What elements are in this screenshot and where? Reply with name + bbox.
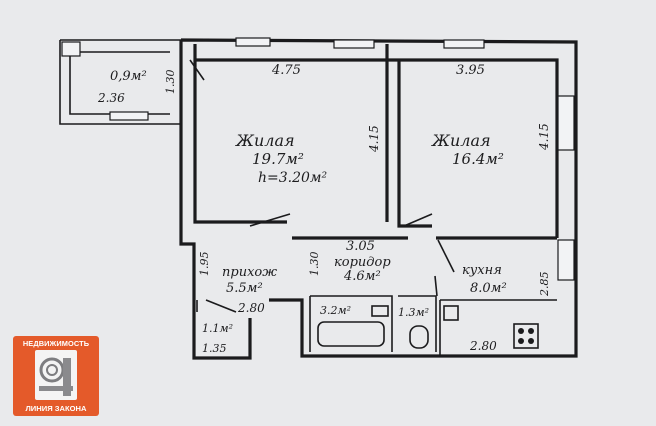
closet-area: 1.1м²	[202, 322, 233, 335]
room2-name: Жилая	[431, 131, 491, 150]
wall-between-rooms	[292, 44, 559, 240]
room2-area: 16.4м²	[452, 150, 504, 168]
hall-area: 5.5м²	[226, 281, 263, 296]
door-room1	[249, 213, 291, 227]
kitchen-width: 2.80	[469, 339, 497, 353]
closet-width: 1.35	[202, 342, 227, 355]
logo-bottom-text: ЛИНИЯ ЗАКОНА	[25, 404, 87, 413]
column-emblem-icon	[35, 350, 77, 400]
balcony-corner	[61, 41, 81, 57]
room2-width: 3.95	[456, 63, 485, 78]
balcony-window	[109, 111, 149, 121]
kitchen-sink-icon	[443, 305, 459, 321]
kitchen-wall	[439, 299, 557, 356]
outer-wall-left	[179, 122, 252, 360]
kitchen-area: 8.0м²	[470, 281, 507, 296]
kitchen-name: кухня	[462, 263, 502, 278]
stove-icon	[513, 323, 539, 349]
toilet-area: 1.3м²	[398, 306, 429, 319]
bathtub-icon	[317, 321, 385, 347]
corridor-depth: 1.30	[308, 252, 321, 277]
window-5	[557, 239, 575, 281]
door-closet	[205, 299, 237, 313]
room1-width: 4.75	[271, 63, 301, 78]
room1-height: h=3.20м²	[258, 170, 328, 186]
balcony-depth: 1.30	[164, 70, 177, 95]
corridor-width: 3.05	[346, 239, 375, 254]
toilet-icon	[409, 325, 429, 349]
wall-bath	[196, 275, 438, 352]
stove-burner-icon	[528, 338, 534, 344]
hall-width: 2.80	[237, 301, 265, 315]
room1-depth: 4.15	[367, 125, 381, 153]
window-1	[235, 37, 271, 47]
stove-burner-icon	[518, 338, 524, 344]
kitchen-depth: 2.85	[538, 272, 551, 298]
window-2	[333, 39, 375, 49]
door-kitchen	[437, 239, 455, 273]
logo-top-text: НЕДВИЖИМОСТЬ	[22, 339, 90, 348]
outer-wall	[179, 38, 578, 358]
window-4	[557, 95, 575, 151]
hall-name: прихож	[222, 265, 277, 280]
balcony-outline	[59, 39, 181, 125]
sink-icon	[371, 305, 389, 317]
door-balcony	[189, 59, 205, 81]
corridor-name: коридор	[334, 255, 391, 270]
balcony-area: 0,9м²	[110, 69, 147, 84]
room1-name: Жилая	[235, 131, 295, 150]
corridor-area: 4.6м²	[343, 269, 381, 284]
agency-logo: НЕДВИЖИМОСТЬ ЛИНИЯ ЗАКОНА	[13, 336, 99, 416]
door-room2	[403, 213, 433, 227]
stove-burner-icon	[518, 328, 524, 334]
room1-area: 19.7м²	[252, 150, 304, 168]
window-3	[443, 39, 485, 49]
balcony-width: 2.36	[97, 91, 125, 105]
bathroom-area: 3.2м²	[320, 304, 351, 317]
stove-burner-icon	[528, 328, 534, 334]
hall-depth: 1.95	[198, 252, 211, 277]
room2-depth: 4.15	[537, 123, 551, 151]
